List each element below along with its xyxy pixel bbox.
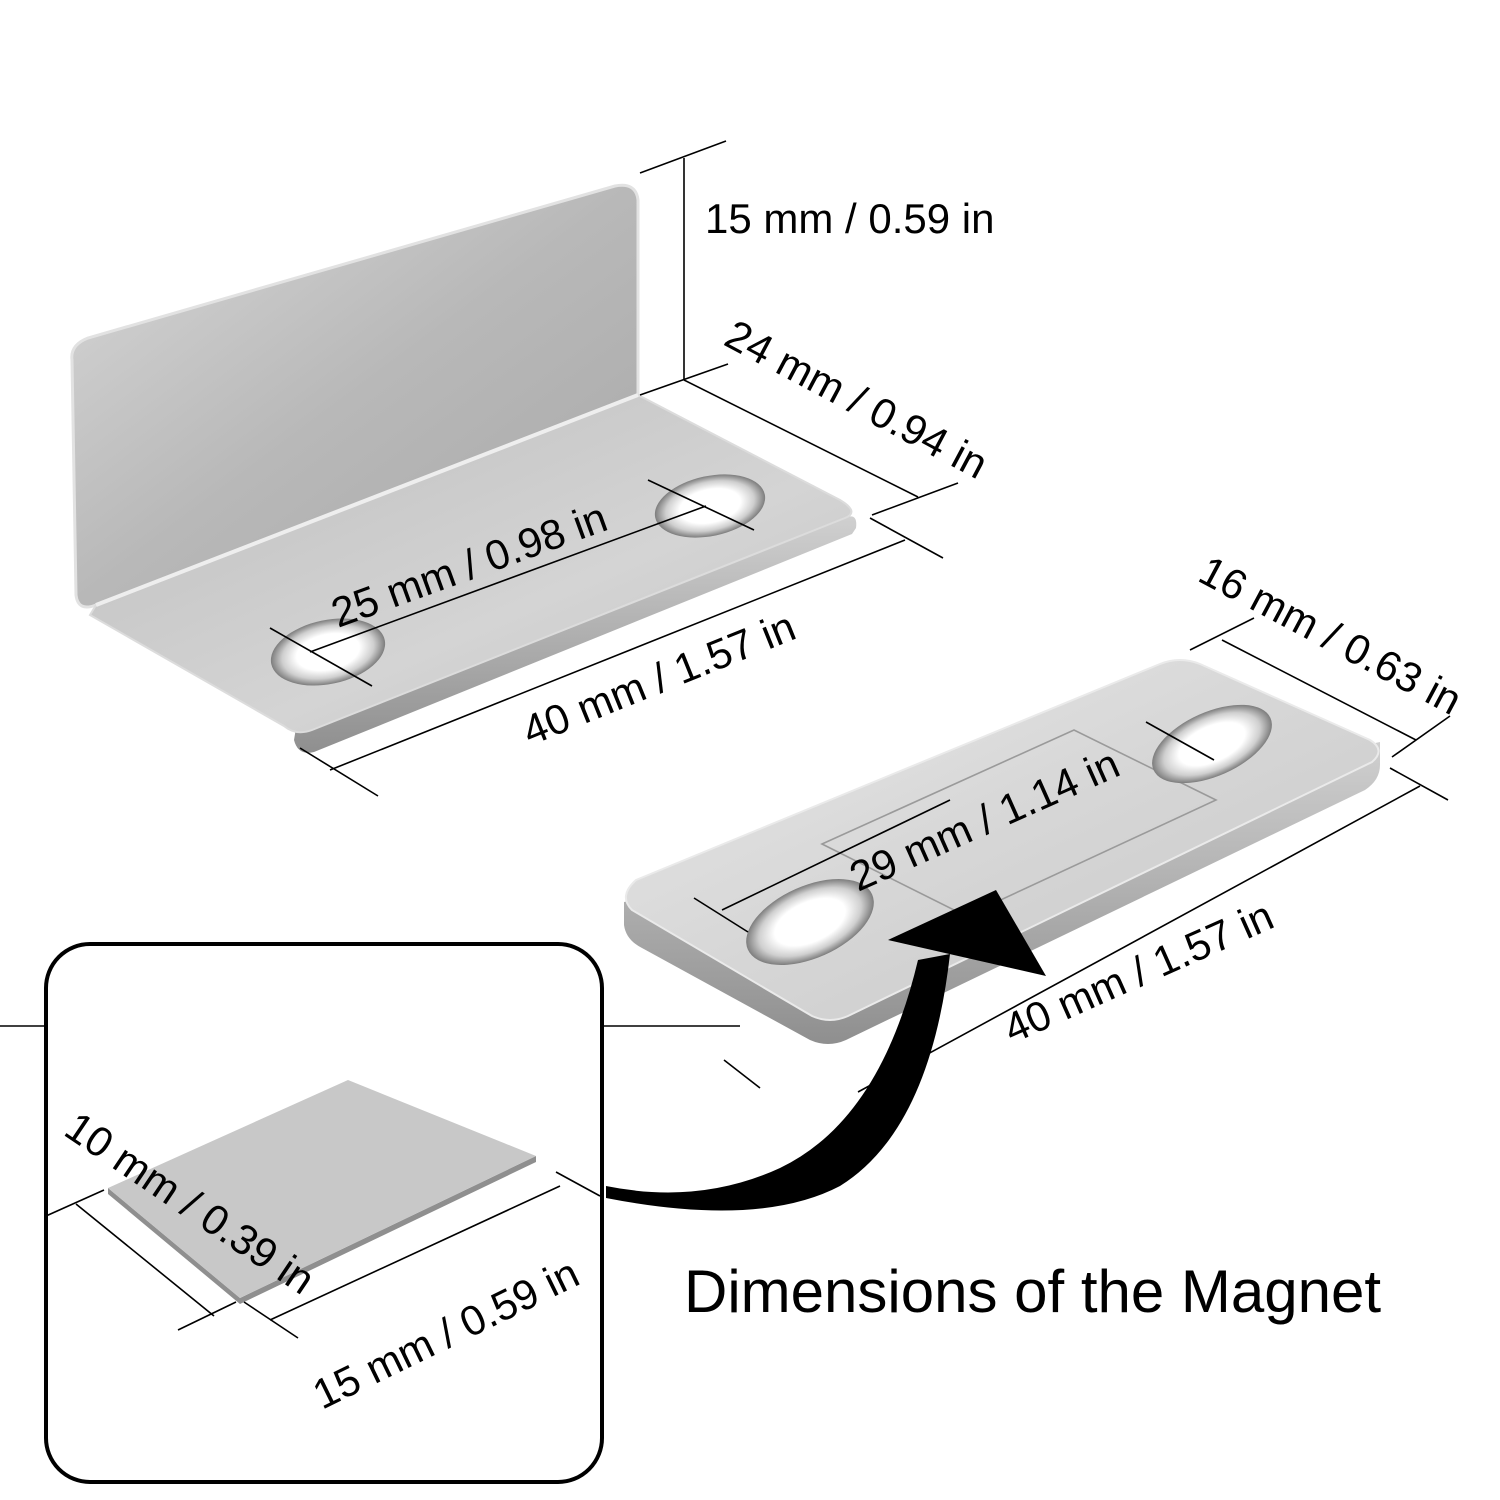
magnet-face — [108, 1080, 536, 1298]
bracket-back-plate — [70, 183, 640, 609]
plate-hole-left — [746, 879, 874, 965]
plate-magnet-recess — [820, 729, 1218, 917]
curved-arrow-icon — [606, 954, 950, 1211]
arrow-head-icon — [888, 890, 1046, 976]
bracket-height-label: 15 mm / 0.59 in — [705, 195, 994, 242]
strike-plate — [624, 659, 1380, 1044]
magnet-dimension-lines — [45, 1171, 601, 1339]
diagram-title: Dimensions of the Magnet — [684, 1258, 1381, 1325]
magnet-inset — [108, 1080, 536, 1304]
bracket-dimension-lines — [269, 140, 959, 797]
l-bracket — [70, 183, 857, 753]
plate-hole-right — [1152, 704, 1272, 784]
bracket-base-edge — [294, 516, 857, 753]
